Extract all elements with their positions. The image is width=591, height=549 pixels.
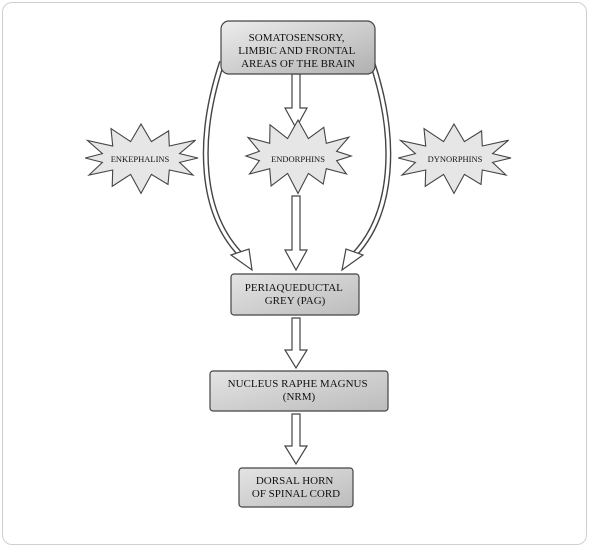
dorsal-horn-line-2: OF SPINAL CORD <box>252 488 340 500</box>
arrow-brain-to-endorphins <box>283 73 309 130</box>
curved-arrow-right <box>341 61 392 272</box>
node-dorsal-horn: DORSAL HORN OF SPINAL CORD <box>238 467 354 508</box>
dorsal-horn-line-1: DORSAL HORN <box>256 475 334 487</box>
brain-areas-line-1: SOMATOSENSORY, <box>249 32 345 44</box>
pag-line-1: PERIAQUEDUCTAL <box>245 282 343 294</box>
svg-text:PERIAQUEDUCTAL GREY (PAG: PERIAQUEDUCTAL GREY (PAG) <box>245 282 345 307</box>
arrow-pag-to-nrm <box>283 317 309 370</box>
arrow-nrm-to-dorsal-horn <box>283 413 309 466</box>
nrm-line-2: (NRM) <box>283 391 316 403</box>
node-dynorphins: DYNORPHINS <box>398 122 512 195</box>
brain-areas-line-2: LIMBIC AND FRONTAL <box>238 45 355 57</box>
node-nrm: NUCLEUS RAPHE MAGNUS (NRM) <box>209 370 389 412</box>
node-brain-areas: SOMATOSENSORY, LIMBIC AND FRONTAL AREAS … <box>220 20 376 75</box>
dynorphins-label: DYNORPHINS <box>428 154 483 164</box>
enkephalins-label: ENKEPHALINS <box>111 154 170 164</box>
curved-arrow-left <box>202 61 253 272</box>
node-enkephalins: ENKEPHALINS <box>85 122 199 195</box>
svg-text:NUCLEUS RAPHE MAGNUS (NR: NUCLEUS RAPHE MAGNUS (NRM) <box>228 378 371 403</box>
svg-text:SOMATOSENSORY, LIMBIC AN: SOMATOSENSORY, LIMBIC AND FRONTAL AREAS … <box>238 32 357 70</box>
pag-line-2: GREY (PAG) <box>265 295 326 307</box>
node-endorphins: ENDORPHINS <box>244 118 353 195</box>
svg-text:DORSAL HORN OF SPINAL CO: DORSAL HORN OF SPINAL CORD <box>252 475 340 500</box>
brain-areas-line-3: AREAS OF THE BRAIN <box>241 58 355 70</box>
arrow-endorphins-to-pag <box>283 195 309 272</box>
nrm-line-1: NUCLEUS RAPHE MAGNUS <box>228 378 368 390</box>
endorphins-label: ENDORPHINS <box>271 154 325 164</box>
node-pag: PERIAQUEDUCTAL GREY (PAG) <box>230 273 360 316</box>
